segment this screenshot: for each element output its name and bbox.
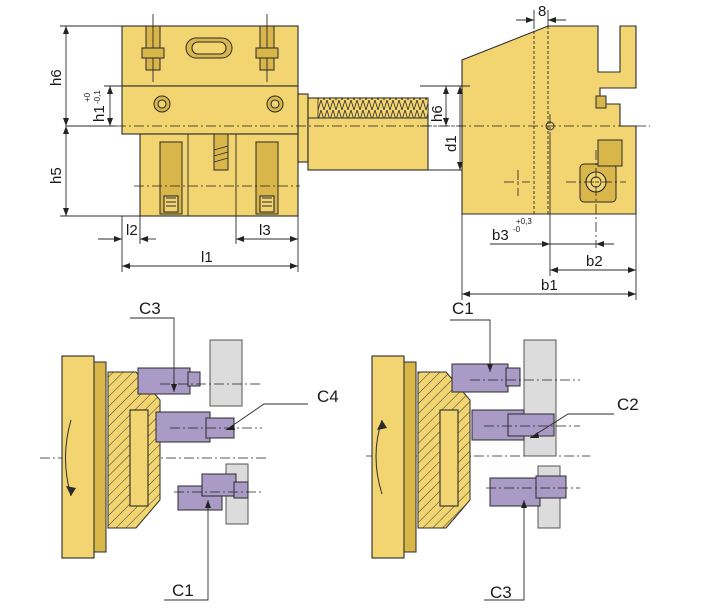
dim-l1: l1: [201, 249, 213, 266]
dim-b3-tol-upper: +0,3: [516, 217, 532, 226]
dim-b2: b2: [586, 253, 603, 270]
callout-left-right: C4: [317, 387, 339, 406]
leader-lines-right: [450, 319, 614, 601]
turret-assembly-left: [40, 339, 268, 559]
dimensions-front: [60, 25, 299, 272]
callout-left-top: C3: [139, 299, 161, 318]
dim-h6-right: h6: [429, 105, 446, 122]
holder-side-view: [420, 25, 650, 248]
dim-8: 8: [538, 3, 546, 20]
turret-assembly-right: [366, 339, 590, 559]
dim-h1-tol-upper: +0: [83, 92, 92, 102]
holder-front-view: [116, 14, 470, 217]
callout-left-bottom: C1: [172, 581, 194, 600]
dim-l3: l3: [259, 222, 271, 239]
dim-b1: b1: [541, 277, 558, 294]
dim-h1: h1: [91, 105, 108, 122]
callout-right-bottom: C3: [490, 583, 512, 602]
callout-right-top: C1: [452, 299, 474, 318]
dim-b3-tol-lower: -0: [513, 225, 521, 234]
dim-h6-left: h6: [48, 69, 65, 86]
dim-h5: h5: [48, 167, 65, 184]
callout-right-right: C2: [617, 395, 639, 414]
dimensions-side: [420, 10, 637, 300]
dim-b3: b3: [492, 227, 509, 244]
leader-lines-left: [130, 317, 308, 601]
dim-l2: l2: [126, 222, 138, 239]
dim-h1-tol-lower: -0,1: [93, 90, 102, 104]
dim-d1: d1: [443, 135, 460, 152]
